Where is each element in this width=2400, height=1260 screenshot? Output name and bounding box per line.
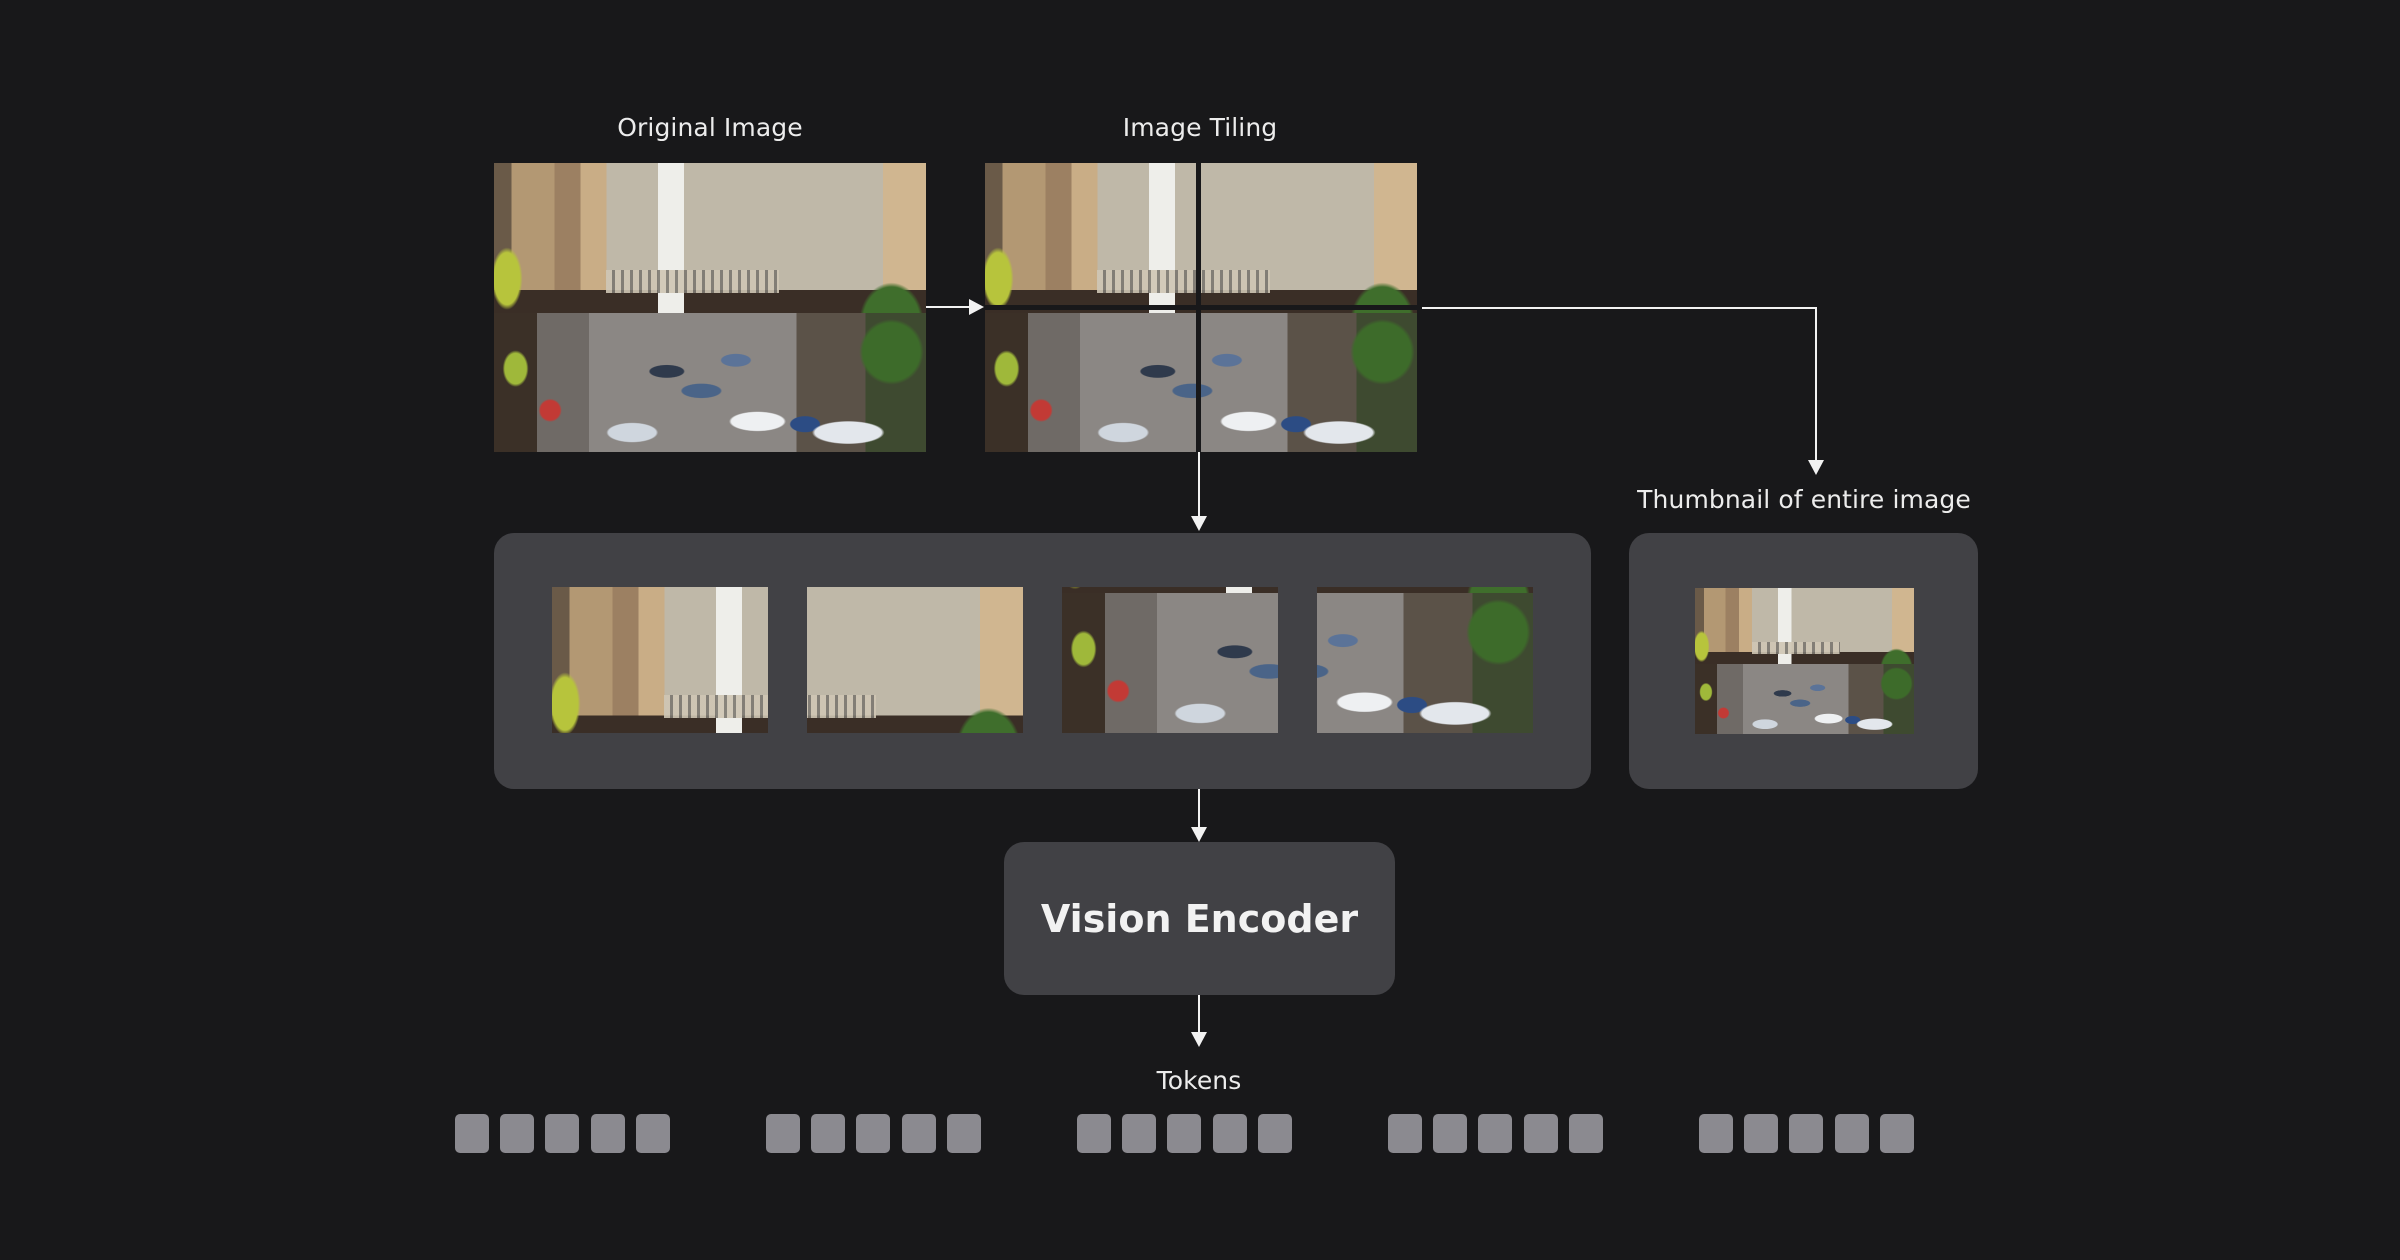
token	[455, 1114, 489, 1153]
tile-bottom-right	[1317, 587, 1533, 733]
tokens-label: Tokens	[1156, 1066, 1242, 1095]
arrow-line-tiling-to-panel	[1198, 452, 1200, 518]
arrow-down-icon	[1191, 827, 1207, 842]
arrow-down-icon	[1191, 1032, 1207, 1047]
thumbnail-image	[1695, 588, 1914, 734]
token	[636, 1114, 670, 1153]
token	[1744, 1114, 1778, 1153]
vision-encoder-label: Vision Encoder	[1040, 896, 1359, 941]
token	[1167, 1114, 1201, 1153]
token	[1077, 1114, 1111, 1153]
token	[545, 1114, 579, 1153]
token	[1524, 1114, 1558, 1153]
original-image-label: Original Image	[617, 113, 803, 142]
token	[1880, 1114, 1914, 1153]
arrow-line-original-to-tiling	[926, 306, 972, 308]
image-tiling-label: Image Tiling	[1122, 113, 1278, 142]
token	[1388, 1114, 1422, 1153]
connector-line-horizontal	[1422, 307, 1817, 309]
token	[1478, 1114, 1512, 1153]
arrow-line-panel-to-encoder	[1198, 789, 1200, 829]
arrow-down-icon	[1808, 460, 1824, 475]
arrow-down-icon	[1191, 516, 1207, 531]
token	[1258, 1114, 1292, 1153]
token	[1569, 1114, 1603, 1153]
token	[591, 1114, 625, 1153]
token	[856, 1114, 890, 1153]
token	[1699, 1114, 1733, 1153]
token	[1213, 1114, 1247, 1153]
tile-top-left	[552, 587, 768, 733]
vision-encoder-box: Vision Encoder	[1004, 842, 1395, 995]
token	[1789, 1114, 1823, 1153]
token	[766, 1114, 800, 1153]
token	[902, 1114, 936, 1153]
connector-line-vertical	[1815, 307, 1817, 462]
original-image	[494, 163, 926, 452]
token	[1433, 1114, 1467, 1153]
thumbnail-label: Thumbnail of entire image	[1637, 485, 1971, 514]
token	[500, 1114, 534, 1153]
arrow-line-encoder-to-tokens	[1198, 995, 1200, 1033]
token	[1835, 1114, 1869, 1153]
arrow-right-icon	[969, 299, 984, 315]
token	[811, 1114, 845, 1153]
tile-divider-horizontal	[985, 305, 1417, 310]
tile-bottom-left	[1062, 587, 1278, 733]
token	[1122, 1114, 1156, 1153]
tile-top-right	[807, 587, 1023, 733]
token	[947, 1114, 981, 1153]
